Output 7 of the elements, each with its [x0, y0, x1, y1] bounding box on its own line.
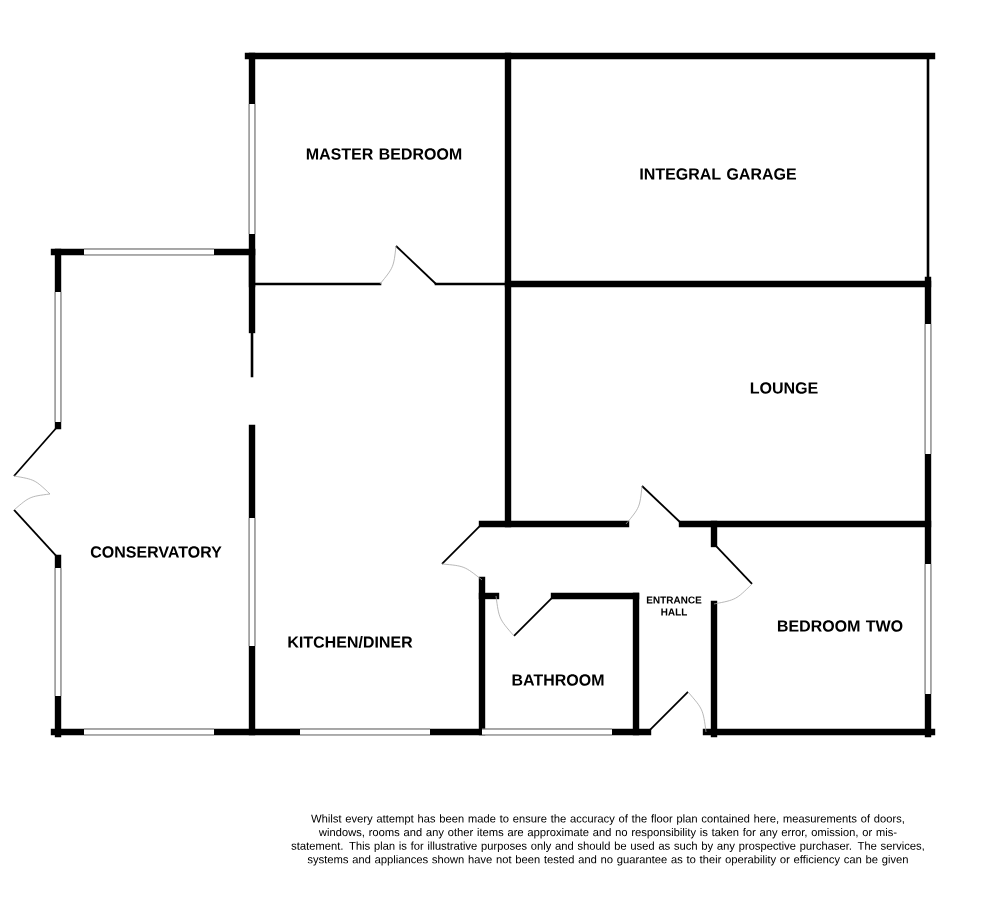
room-label: CONSERVATORY: [90, 546, 222, 558]
room-label: KITCHEN/DINER: [288, 636, 413, 648]
room-label: MASTER BEDROOM: [306, 148, 462, 160]
room-label: BATHROOM: [512, 674, 604, 686]
room-label: INTEGRAL GARAGE: [640, 168, 797, 180]
room-label: LOUNGE: [750, 382, 818, 394]
room-label: BEDROOM TWO: [777, 620, 903, 632]
